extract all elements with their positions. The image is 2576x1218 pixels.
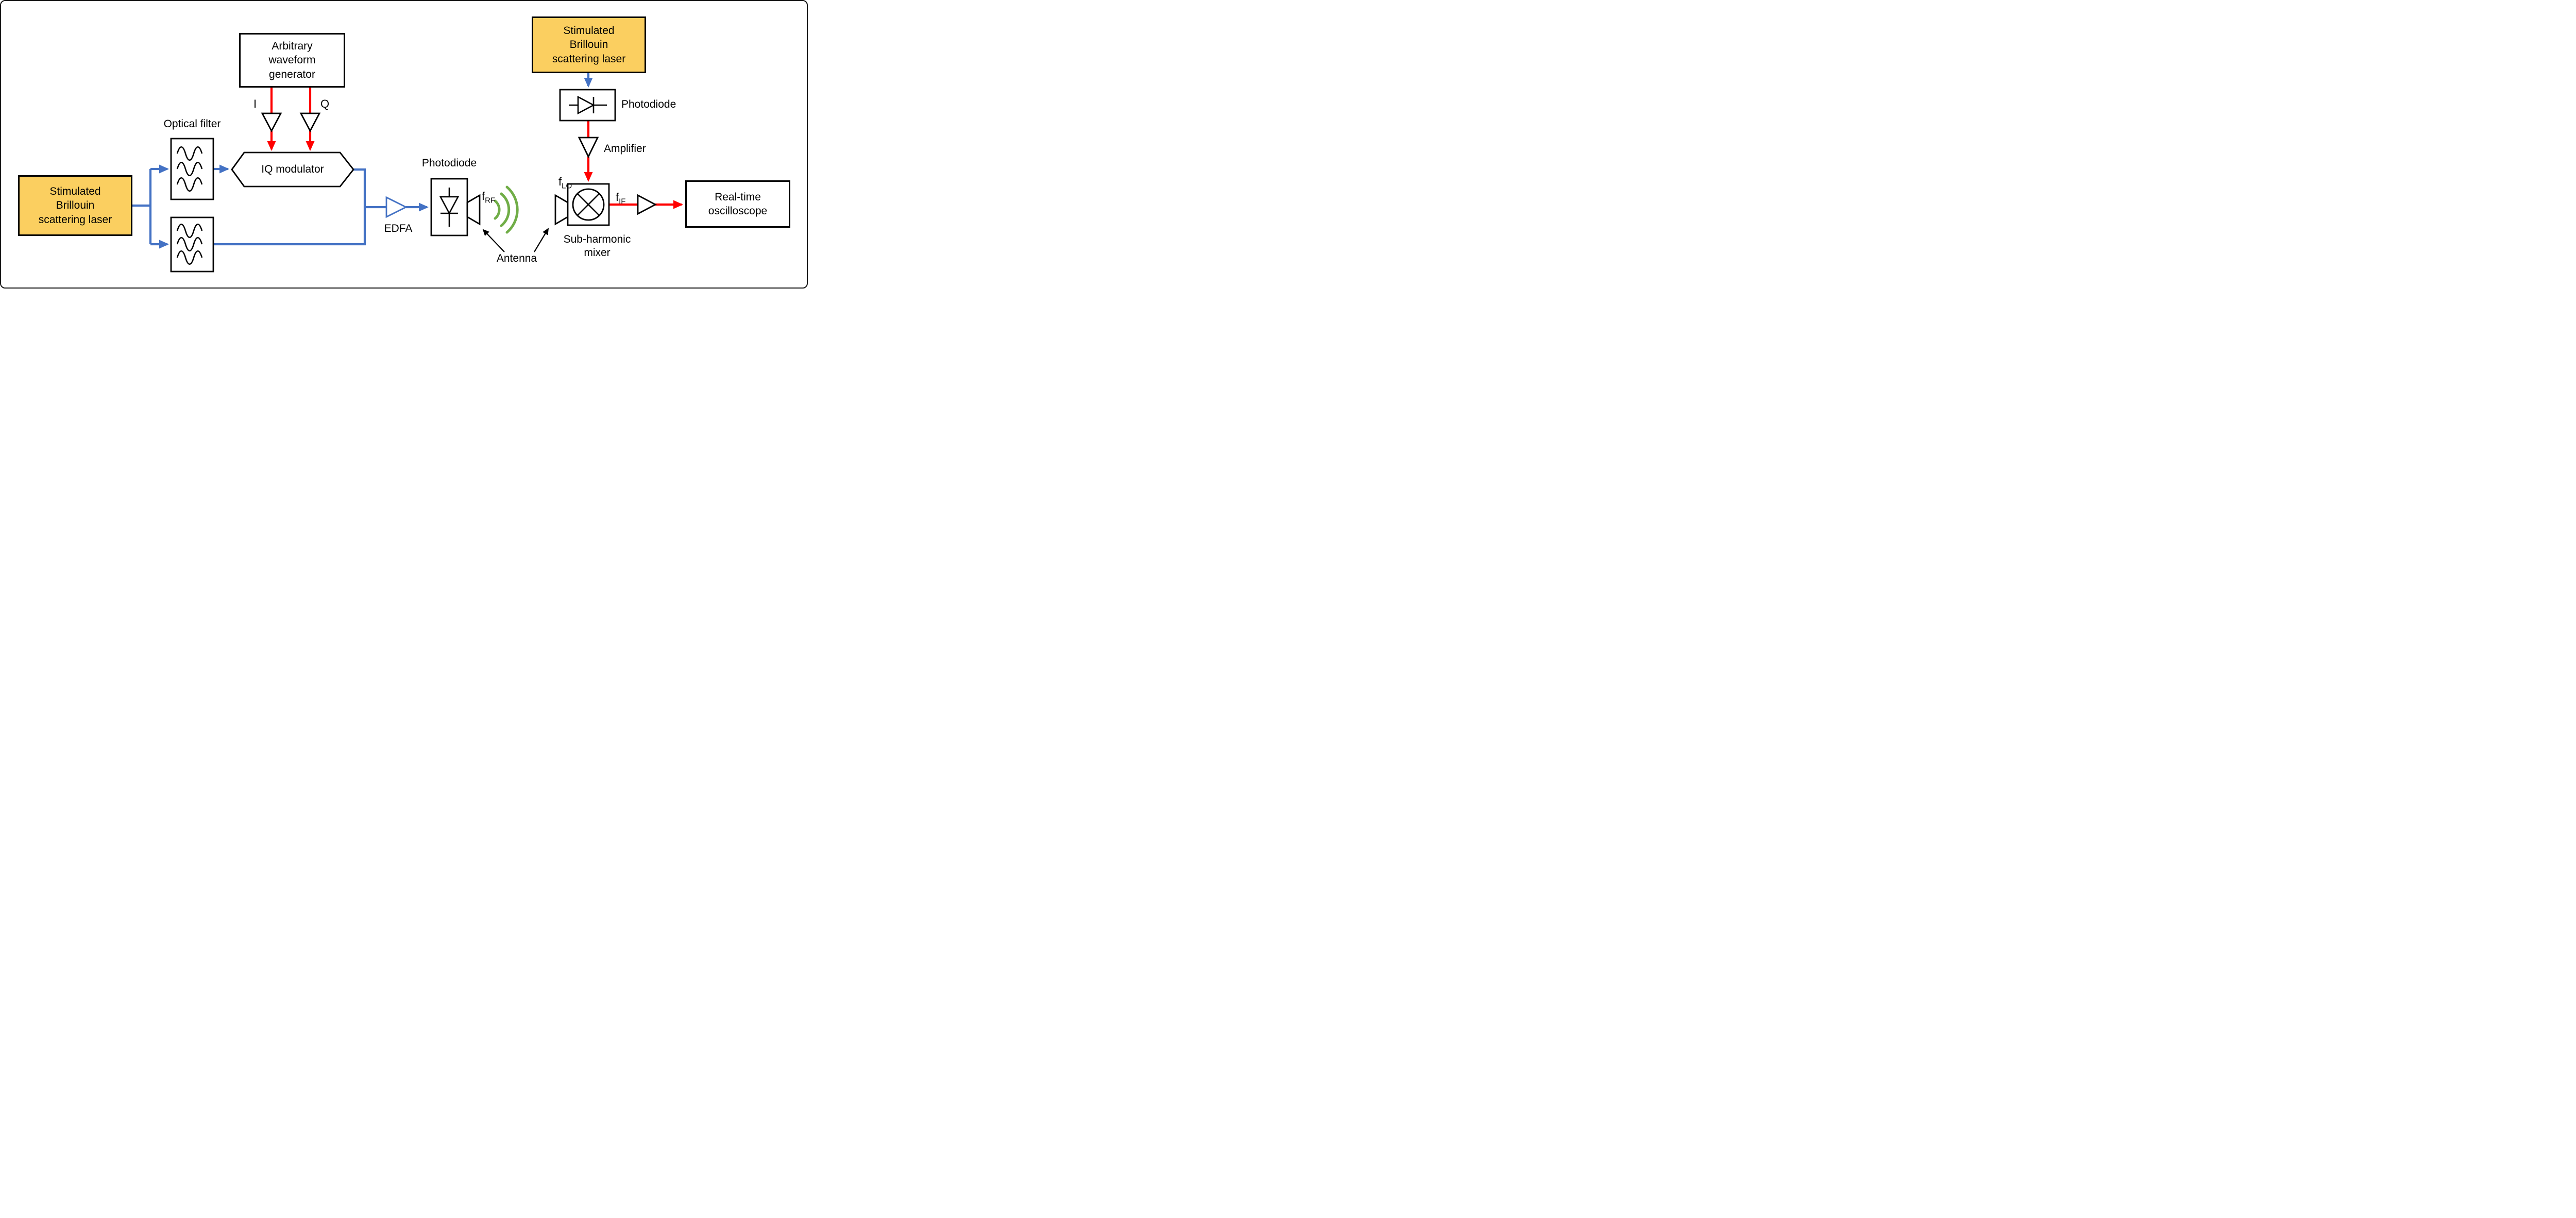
i-amplifier-triangle <box>261 112 282 132</box>
sbs-laser-left-box: Stimulated Brillouin scattering laser <box>18 175 132 236</box>
rx-horn-antenna <box>554 194 569 226</box>
block-diagram: Stimulated Brillouin scattering laser Ar… <box>0 0 808 289</box>
subharmonic-mixer-label: Sub-harmonic mixer <box>563 233 631 259</box>
sbs-laser-right-box: Stimulated Brillouin scattering laser <box>532 16 646 73</box>
wave-arc-medium <box>500 192 511 227</box>
amplifier-label: Amplifier <box>604 143 646 155</box>
f-lo-label: fLO <box>558 160 572 190</box>
electrical-path-lines <box>267 88 683 209</box>
f-symbol: f <box>558 175 562 188</box>
iq-modulator-label: IQ modulator <box>261 163 324 175</box>
photodiode-symbols <box>439 95 607 227</box>
optical-filter-lower-box <box>170 216 214 273</box>
antenna-label: Antenna <box>496 252 537 264</box>
diagram-graphics <box>131 73 683 273</box>
f-symbol: f <box>616 190 619 204</box>
wave-arc-large <box>505 185 519 234</box>
if-subscript: IF <box>619 196 626 206</box>
rf-subscript: RF <box>485 195 496 205</box>
q-signal-label: Q <box>320 97 330 110</box>
edfa-triangle <box>385 196 408 218</box>
photodiode-tx-label: Photodiode <box>421 157 477 169</box>
edfa-label: EDFA <box>384 223 413 234</box>
oscilloscope-box: Real-time oscilloscope <box>685 180 790 228</box>
diode-tx-triangle <box>439 196 460 215</box>
photodiode-lo-label: Photodiode <box>621 98 676 110</box>
f-symbol: f <box>482 189 485 202</box>
optical-path-lines <box>131 73 593 249</box>
f-if-label: fIF <box>616 176 626 206</box>
tx-horn-antenna <box>466 194 481 226</box>
awg-box: Arbitrary waveform generator <box>239 33 345 88</box>
wave-arc-small <box>494 199 501 220</box>
line-iq-modulator-out <box>353 168 366 207</box>
wireless-wave-arcs <box>494 185 519 234</box>
lo-subscript: LO <box>562 181 572 190</box>
antenna-pointer-arrows <box>482 228 549 252</box>
q-amplifier-triangle <box>299 112 321 132</box>
optical-filter-label: Optical filter <box>163 118 221 130</box>
f-rf-label: fRF <box>482 175 496 205</box>
pointer-to-tx-horn <box>482 229 505 252</box>
i-signal-label: I <box>253 97 257 110</box>
iq-modulator-shape <box>231 151 354 188</box>
mixer-cross <box>577 193 600 216</box>
pointer-to-rx-horn <box>534 228 549 252</box>
if-amplifier-triangle <box>637 194 657 215</box>
lo-amplifier-triangle <box>578 137 599 159</box>
diode-lo-triangle <box>577 95 595 115</box>
line-lower-filter-out <box>214 207 366 246</box>
